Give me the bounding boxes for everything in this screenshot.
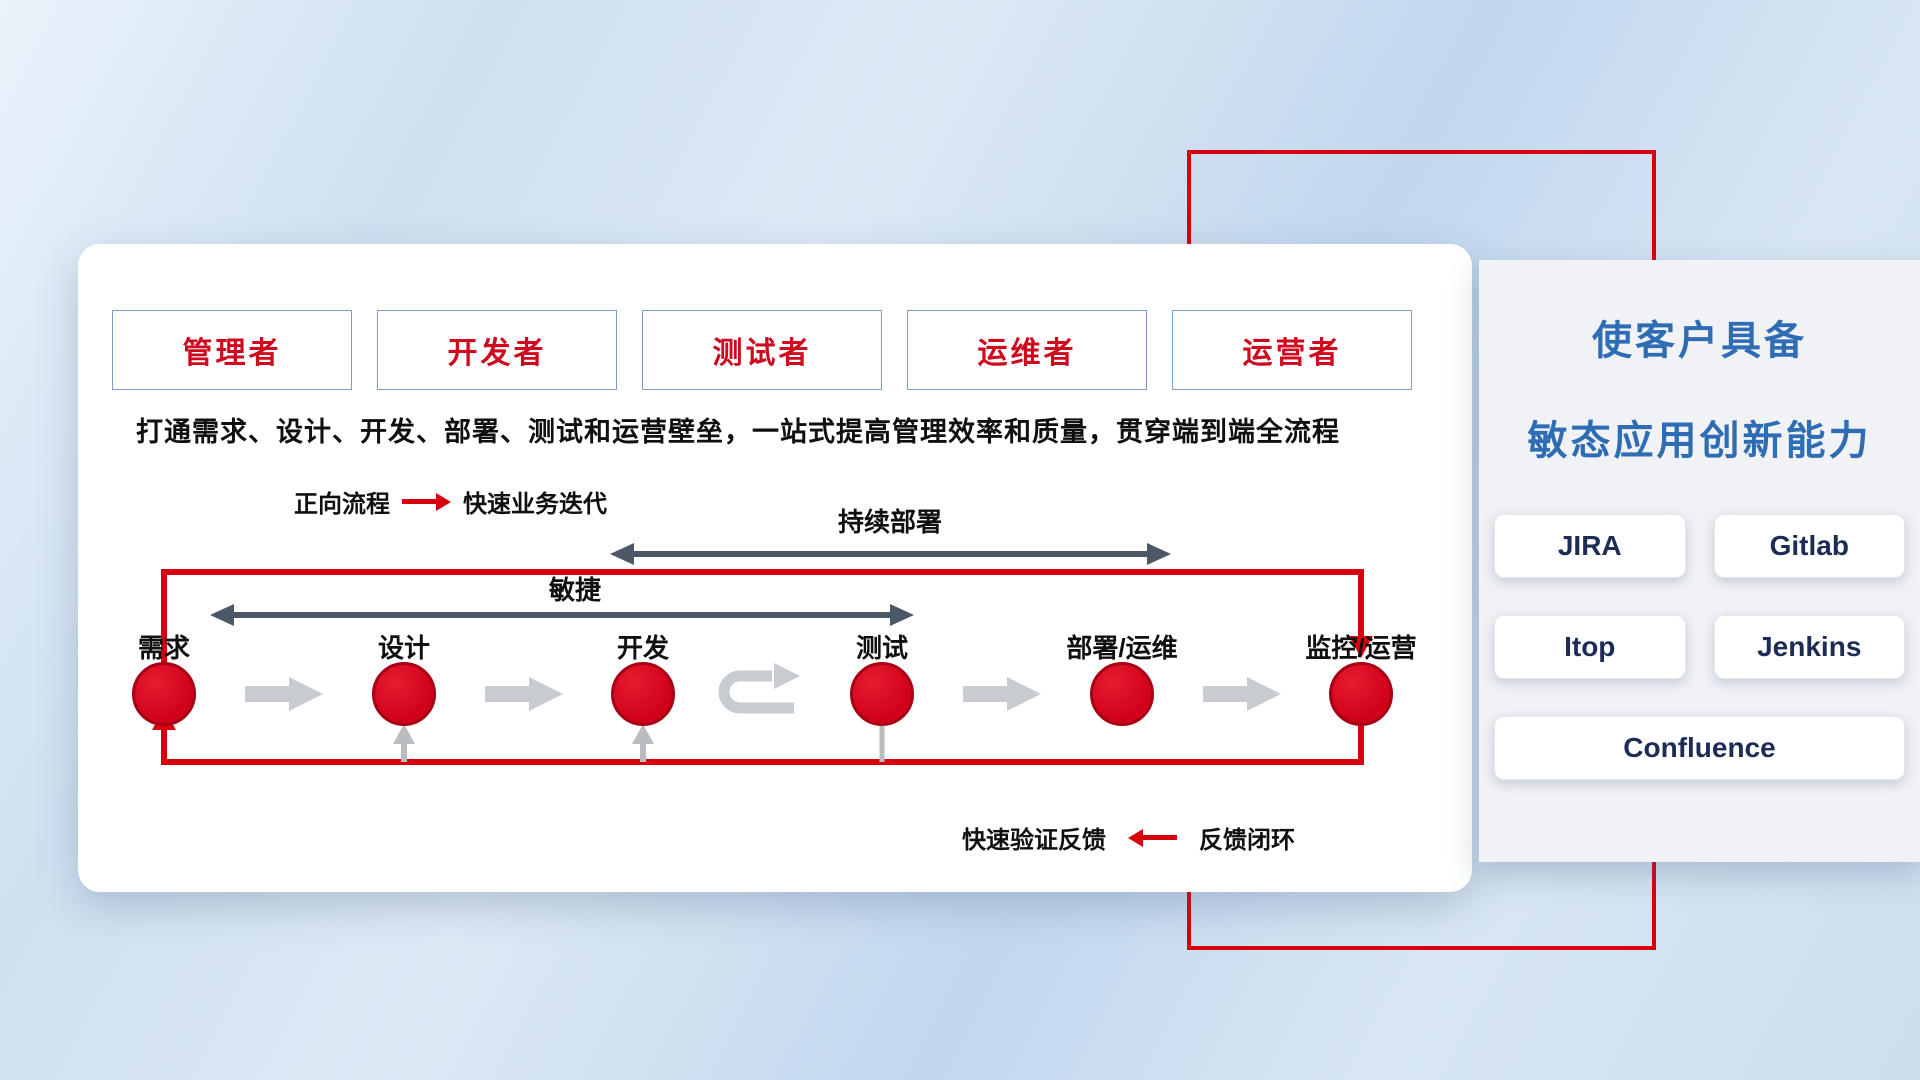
feedback-arrow-icon bbox=[1128, 828, 1177, 847]
block-arrow bbox=[963, 677, 1041, 711]
role-box-developer: 开发者 bbox=[377, 310, 617, 390]
forward-loop-line bbox=[161, 569, 1364, 662]
step-node-circle bbox=[372, 662, 436, 726]
step-node-circle bbox=[850, 662, 914, 726]
role-box-manager: 管理者 bbox=[112, 310, 352, 390]
flow-step-develop: 开发 bbox=[563, 628, 723, 726]
flow-connectors bbox=[152, 543, 1373, 765]
agile-arrow bbox=[210, 604, 914, 626]
flow-step-deploy-ops: 部署/运维 bbox=[1042, 628, 1202, 726]
card-subtitle: 打通需求、设计、开发、部署、测试和运营壁垒，一站式提高管理效率和质量，贯穿端到端… bbox=[136, 417, 1340, 447]
continuous-deploy-arrow bbox=[610, 543, 1171, 565]
feedback-legend-desc: 反馈闭环 bbox=[1199, 827, 1295, 854]
roles-row: 管理者 开发者 测试者 运维者 运营者 bbox=[112, 310, 1412, 390]
feedback-arrow-line bbox=[1143, 835, 1177, 840]
role-label: 运营者 bbox=[1242, 337, 1342, 370]
role-box-ops: 运维者 bbox=[907, 310, 1147, 390]
block-arrow bbox=[245, 677, 323, 711]
step-node-circle bbox=[611, 662, 675, 726]
dev-feedback-arrowhead bbox=[632, 724, 654, 744]
step-node-circle bbox=[132, 662, 196, 726]
step-label: 部署/运维 bbox=[1066, 633, 1178, 663]
flow-step-requirement: 需求 bbox=[84, 628, 244, 726]
forward-arrow-head bbox=[436, 492, 451, 511]
role-box-operator: 运营者 bbox=[1172, 310, 1412, 390]
devops-flow-card: 管理者 开发者 测试者 运维者 运营者 打通需求、设计、开发、部署、测试和运营壁… bbox=[78, 244, 1472, 892]
feedback-loop-line bbox=[161, 726, 1364, 765]
forward-arrow-icon bbox=[402, 492, 451, 511]
forward-legend-desc: 快速业务迭代 bbox=[463, 491, 607, 518]
forward-flow-legend: 正向流程 快速业务迭代 bbox=[294, 484, 607, 519]
continuous-deploy-label: 持续部署 bbox=[837, 507, 942, 537]
tool-chip-gitlab: Gitlab bbox=[1713, 514, 1905, 578]
feedback-legend: 快速验证反馈 反馈闭环 bbox=[962, 820, 1295, 855]
design-feedback-arrowhead bbox=[393, 724, 415, 744]
step-label: 测试 bbox=[855, 633, 908, 663]
tool-chip-confluence: Confluence bbox=[1494, 716, 1905, 780]
tool-chip-itop: Itop bbox=[1494, 615, 1686, 679]
tools-grid: JIRA Gitlab Itop Jenkins Confluence bbox=[1479, 466, 1920, 780]
step-node-circle bbox=[1090, 662, 1154, 726]
feedback-legend-label: 快速验证反馈 bbox=[962, 827, 1106, 854]
role-label: 管理者 bbox=[182, 337, 282, 370]
step-node-circle bbox=[1329, 662, 1393, 726]
flow-step-test: 测试 bbox=[802, 628, 962, 726]
flow-step-monitor-operate: 监控/运营 bbox=[1281, 628, 1441, 726]
forward-legend-label: 正向流程 bbox=[294, 491, 390, 518]
agile-label: 敏捷 bbox=[548, 575, 601, 605]
step-label: 监控/运营 bbox=[1305, 633, 1417, 663]
step-label: 设计 bbox=[377, 633, 430, 663]
forward-loop-arrowhead bbox=[1349, 636, 1373, 658]
block-arrow bbox=[485, 677, 563, 711]
flow-step-design: 设计 bbox=[324, 628, 484, 726]
feedback-arrow-head bbox=[1128, 828, 1143, 847]
tool-chip-jira: JIRA bbox=[1494, 514, 1686, 578]
iterate-loop-arrow bbox=[718, 663, 800, 714]
panel-title-line2: 敏态应用创新能力 bbox=[1527, 419, 1872, 463]
role-label: 运维者 bbox=[977, 337, 1077, 370]
role-box-tester: 测试者 bbox=[642, 310, 882, 390]
panel-title-line1: 使客户具备 bbox=[1592, 319, 1807, 363]
role-label: 测试者 bbox=[712, 337, 812, 370]
step-label: 开发 bbox=[616, 633, 669, 663]
block-arrow bbox=[1203, 677, 1281, 711]
capability-panel: 使客户具备 敏态应用创新能力 JIRA Gitlab Itop Jenkins … bbox=[1479, 260, 1920, 862]
forward-arrow-line bbox=[402, 499, 436, 504]
tool-chip-jenkins: Jenkins bbox=[1713, 615, 1905, 679]
step-label: 需求 bbox=[137, 633, 190, 663]
role-label: 开发者 bbox=[447, 337, 547, 370]
